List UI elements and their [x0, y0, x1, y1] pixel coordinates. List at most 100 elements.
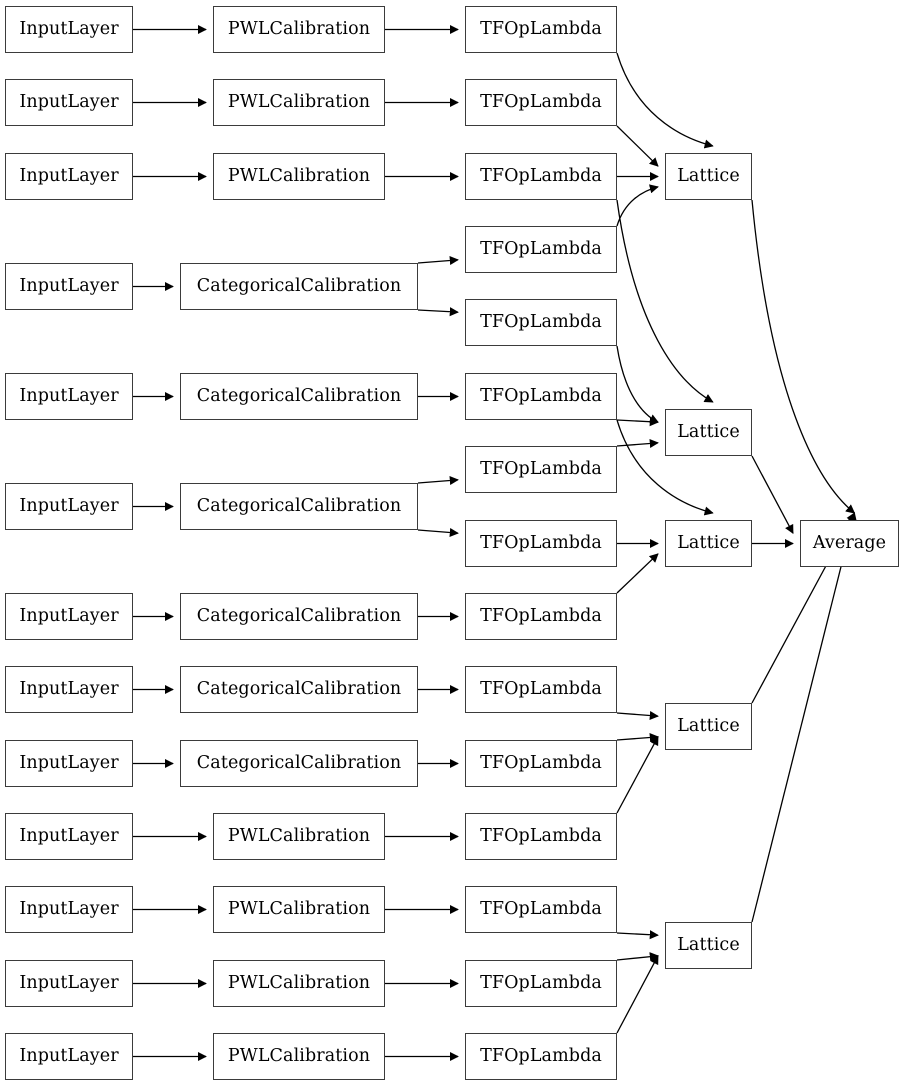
graph-node-lam8[interactable]: TFOpLambda [465, 520, 617, 567]
graph-edge-lam11-to-lat4 [616, 732, 659, 743]
graph-edge-lam7-to-lat2 [616, 438, 659, 449]
graph-node-label: TFOpLambda [480, 532, 602, 553]
graph-node-label: Lattice [677, 532, 740, 553]
graph-node-label: CategoricalCalibration [196, 752, 402, 773]
graph-node-label: TFOpLambda [480, 678, 602, 699]
graph-edge-lat1-to-avg [751, 199, 856, 514]
graph-node-in4[interactable]: InputLayer [5, 263, 133, 310]
graph-node-in10[interactable]: InputLayer [5, 813, 133, 860]
graph-node-label: TFOpLambda [480, 458, 602, 479]
graph-node-lam10[interactable]: TFOpLambda [465, 666, 617, 713]
graph-node-label: InputLayer [19, 275, 119, 296]
graph-node-lam9[interactable]: TFOpLambda [465, 593, 617, 640]
graph-node-in1[interactable]: InputLayer [5, 6, 133, 53]
graph-node-lam7[interactable]: TFOpLambda [465, 446, 617, 493]
graph-node-cal1[interactable]: PWLCalibration [213, 6, 385, 53]
graph-node-label: CategoricalCalibration [196, 605, 402, 626]
graph-node-label: Average [812, 532, 887, 553]
graph-node-label: InputLayer [19, 495, 119, 516]
graph-node-in8[interactable]: InputLayer [5, 666, 133, 713]
graph-node-cal11[interactable]: PWLCalibration [213, 886, 385, 933]
graph-node-in11[interactable]: InputLayer [5, 886, 133, 933]
graph-edge-lat5-to-avg [751, 512, 857, 923]
graph-node-cal5[interactable]: CategoricalCalibration [180, 373, 418, 420]
graph-node-label: TFOpLambda [480, 165, 602, 186]
graph-node-lat1[interactable]: Lattice [665, 153, 752, 200]
graph-edge-lam14-to-lat5 [616, 952, 659, 962]
graph-node-in7[interactable]: InputLayer [5, 593, 133, 640]
graph-node-label: TFOpLambda [480, 605, 602, 626]
graph-node-lat3[interactable]: Lattice [665, 520, 752, 567]
graph-node-label: TFOpLambda [480, 91, 602, 112]
graph-node-in2[interactable]: InputLayer [5, 79, 133, 126]
graph-node-label: InputLayer [19, 605, 119, 626]
graph-node-label: InputLayer [19, 91, 119, 112]
graph-node-cal13[interactable]: PWLCalibration [213, 1033, 385, 1080]
graph-edge-lat2-to-avg [751, 455, 794, 534]
graph-node-in13[interactable]: InputLayer [5, 1033, 133, 1080]
graph-node-cal6[interactable]: CategoricalCalibration [180, 483, 418, 530]
graph-node-cal12[interactable]: PWLCalibration [213, 960, 385, 1007]
graph-node-cal10[interactable]: PWLCalibration [213, 813, 385, 860]
graph-node-lam6[interactable]: TFOpLambda [465, 373, 617, 420]
graph-node-label: InputLayer [19, 18, 119, 39]
graph-node-in3[interactable]: InputLayer [5, 153, 133, 200]
graph-node-cal3[interactable]: PWLCalibration [213, 153, 385, 200]
graph-edge-cal6-to-lam7 [417, 475, 459, 486]
graph-node-cal2[interactable]: PWLCalibration [213, 79, 385, 126]
graph-node-label: InputLayer [19, 1045, 119, 1066]
graph-node-label: Lattice [677, 934, 740, 955]
graph-edge-lam5-to-lat2 [616, 345, 659, 423]
graph-node-label: CategoricalCalibration [196, 678, 402, 699]
graph-node-label: PWLCalibration [227, 91, 371, 112]
graph-node-in6[interactable]: InputLayer [5, 483, 133, 530]
graph-node-lam5[interactable]: TFOpLambda [465, 299, 617, 346]
graph-edge-lam3-to-lat2 [616, 199, 714, 403]
graph-node-lam1[interactable]: TFOpLambda [465, 6, 617, 53]
graph-node-label: PWLCalibration [227, 1045, 371, 1066]
graph-node-lam15[interactable]: TFOpLambda [465, 1033, 617, 1080]
graph-node-lam3[interactable]: TFOpLambda [465, 153, 617, 200]
graph-node-lam13[interactable]: TFOpLambda [465, 886, 617, 933]
graph-node-label: InputLayer [19, 385, 119, 406]
graph-node-cal4[interactable]: CategoricalCalibration [180, 263, 418, 310]
graph-edge-lam1-to-lat1 [616, 52, 714, 149]
graph-node-label: TFOpLambda [480, 972, 602, 993]
graph-node-label: InputLayer [19, 165, 119, 186]
graph-node-in12[interactable]: InputLayer [5, 960, 133, 1007]
graph-node-label: PWLCalibration [227, 825, 371, 846]
graph-edge-lam9-to-lat3 [616, 553, 659, 594]
graph-node-lat4[interactable]: Lattice [665, 703, 752, 750]
graph-node-label: PWLCalibration [227, 165, 371, 186]
graph-node-label: TFOpLambda [480, 385, 602, 406]
graph-node-label: TFOpLambda [480, 238, 602, 259]
graph-node-lam12[interactable]: TFOpLambda [465, 813, 617, 860]
graph-node-cal8[interactable]: CategoricalCalibration [180, 666, 418, 713]
graph-node-lam11[interactable]: TFOpLambda [465, 740, 617, 787]
graph-node-label: TFOpLambda [480, 18, 602, 39]
graph-node-in5[interactable]: InputLayer [5, 373, 133, 420]
graph-node-avg[interactable]: Average [800, 520, 899, 567]
graph-node-lat5[interactable]: Lattice [665, 922, 752, 969]
graph-node-cal7[interactable]: CategoricalCalibration [180, 593, 418, 640]
graph-node-in9[interactable]: InputLayer [5, 740, 133, 787]
graph-node-lat2[interactable]: Lattice [665, 409, 752, 456]
graph-node-label: CategoricalCalibration [196, 495, 402, 516]
graph-node-label: TFOpLambda [480, 311, 602, 332]
graph-node-label: PWLCalibration [227, 18, 371, 39]
graph-node-label: InputLayer [19, 752, 119, 773]
graph-node-cal9[interactable]: CategoricalCalibration [180, 740, 418, 787]
graph-node-lam14[interactable]: TFOpLambda [465, 960, 617, 1007]
graph-edge-lam6-to-lat2 [616, 417, 659, 427]
graph-node-label: TFOpLambda [480, 825, 602, 846]
graph-edge-lam4-to-lat1 [616, 184, 659, 227]
graph-node-lam4[interactable]: TFOpLambda [465, 226, 617, 273]
graph-edge-lam10-to-lat4 [616, 710, 659, 721]
graph-node-label: InputLayer [19, 972, 119, 993]
graph-node-label: InputLayer [19, 678, 119, 699]
graph-edge-lam2-to-lat1 [616, 125, 659, 167]
graph-edge-cal4-to-lam4 [417, 255, 459, 266]
graph-edge-cal6-to-lam8 [417, 527, 459, 538]
graph-node-lam2[interactable]: TFOpLambda [465, 79, 617, 126]
graph-edge-cal4-to-lam5 [417, 307, 459, 317]
